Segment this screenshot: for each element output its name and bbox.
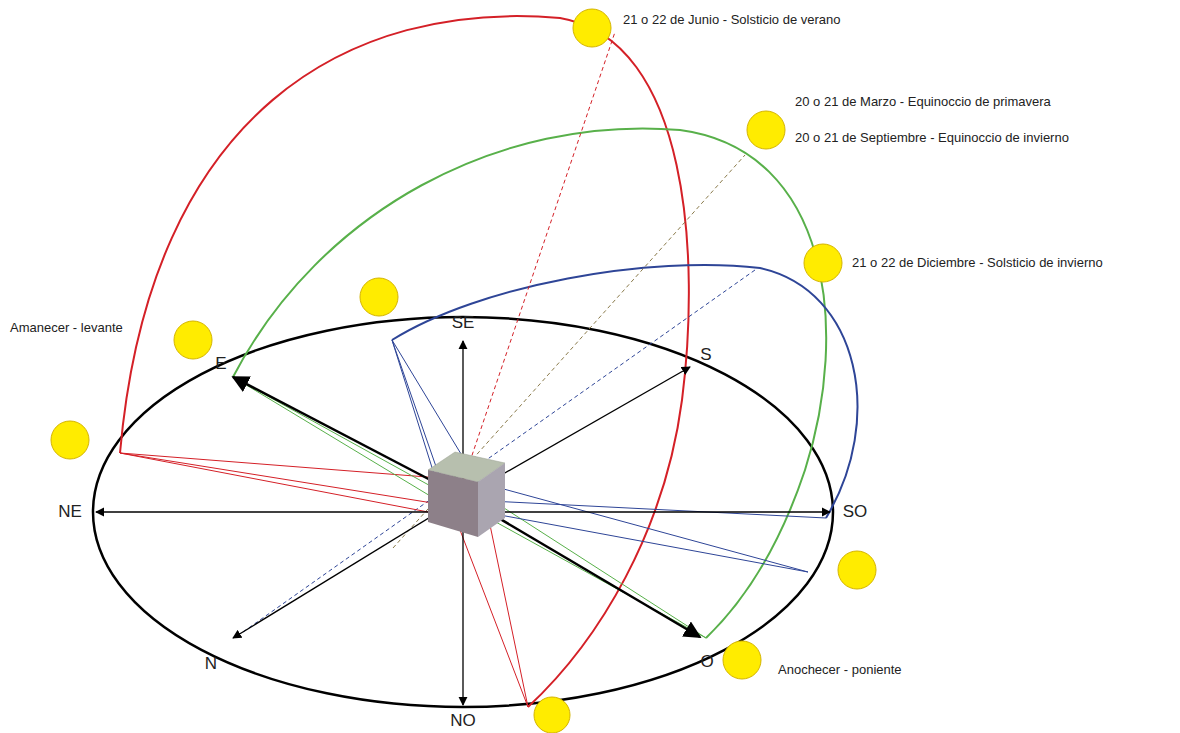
compass-label: NE bbox=[58, 502, 82, 522]
note-label: Anochecer - poniente bbox=[778, 662, 902, 678]
compass-label: SO bbox=[843, 502, 868, 522]
note-label: 21 o 22 de Junio - Solsticio de verano bbox=[623, 12, 841, 28]
compass-label: O bbox=[700, 652, 713, 672]
compass-label: E bbox=[215, 354, 226, 374]
note-label: 21 o 22 de Diciembre - Solsticio de invi… bbox=[852, 255, 1103, 271]
note-label: Amanecer - levante bbox=[10, 320, 123, 336]
note-label: 20 o 21 de Marzo - Equinoccio de primave… bbox=[795, 94, 1051, 110]
note-label: 20 o 21 de Septiembre - Equinoccio de in… bbox=[795, 130, 1069, 146]
compass-label: S bbox=[700, 345, 711, 365]
compass-label: N bbox=[205, 654, 217, 674]
compass-label: SE bbox=[452, 313, 475, 333]
compass-label: NO bbox=[450, 711, 476, 731]
